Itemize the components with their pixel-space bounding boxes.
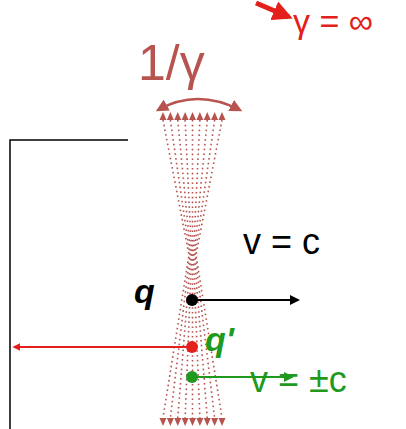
charge-label: q': [205, 322, 234, 356]
field-arrowhead: [174, 112, 181, 120]
charge-label: q: [134, 274, 155, 308]
field-line: [195, 120, 215, 418]
pointer-arrow: [256, 3, 289, 17]
field-arrowhead: [160, 112, 167, 120]
gamma-value: γ = ∞: [293, 4, 373, 38]
field-arrowhead: [167, 418, 174, 426]
velocity-arrow: [14, 346, 192, 348]
velocity-arrow: [192, 299, 298, 301]
field-arrowhead: [189, 112, 196, 120]
field-arrowhead: [196, 112, 203, 120]
field-arrowhead: [167, 112, 174, 120]
frame-line: [10, 140, 128, 429]
field-arrowhead: [211, 418, 218, 426]
field-arrowhead: [182, 418, 189, 426]
velocity-label: v = c: [243, 224, 320, 260]
charge-dot: [186, 371, 198, 383]
field-line: [163, 120, 189, 418]
velocity-label: v = ±c: [250, 362, 347, 398]
field-arrowhead: [219, 112, 226, 120]
charge-dot: [186, 341, 198, 353]
field-arrowhead: [219, 418, 226, 426]
field-arrowhead: [182, 112, 189, 120]
field-arrowhead: [211, 112, 218, 120]
field-arrowhead: [204, 418, 211, 426]
field-arrowhead: [196, 418, 203, 426]
field-arrowhead: [189, 418, 196, 426]
angle-arrow: [158, 99, 240, 110]
charge-dot: [186, 294, 198, 306]
field-cone: [160, 112, 226, 426]
field-line: [196, 120, 222, 418]
field-arrowhead: [174, 418, 181, 426]
field-arrowhead: [204, 112, 211, 120]
angle-label: 1/γ: [138, 38, 205, 88]
field-arrowhead: [160, 418, 167, 426]
